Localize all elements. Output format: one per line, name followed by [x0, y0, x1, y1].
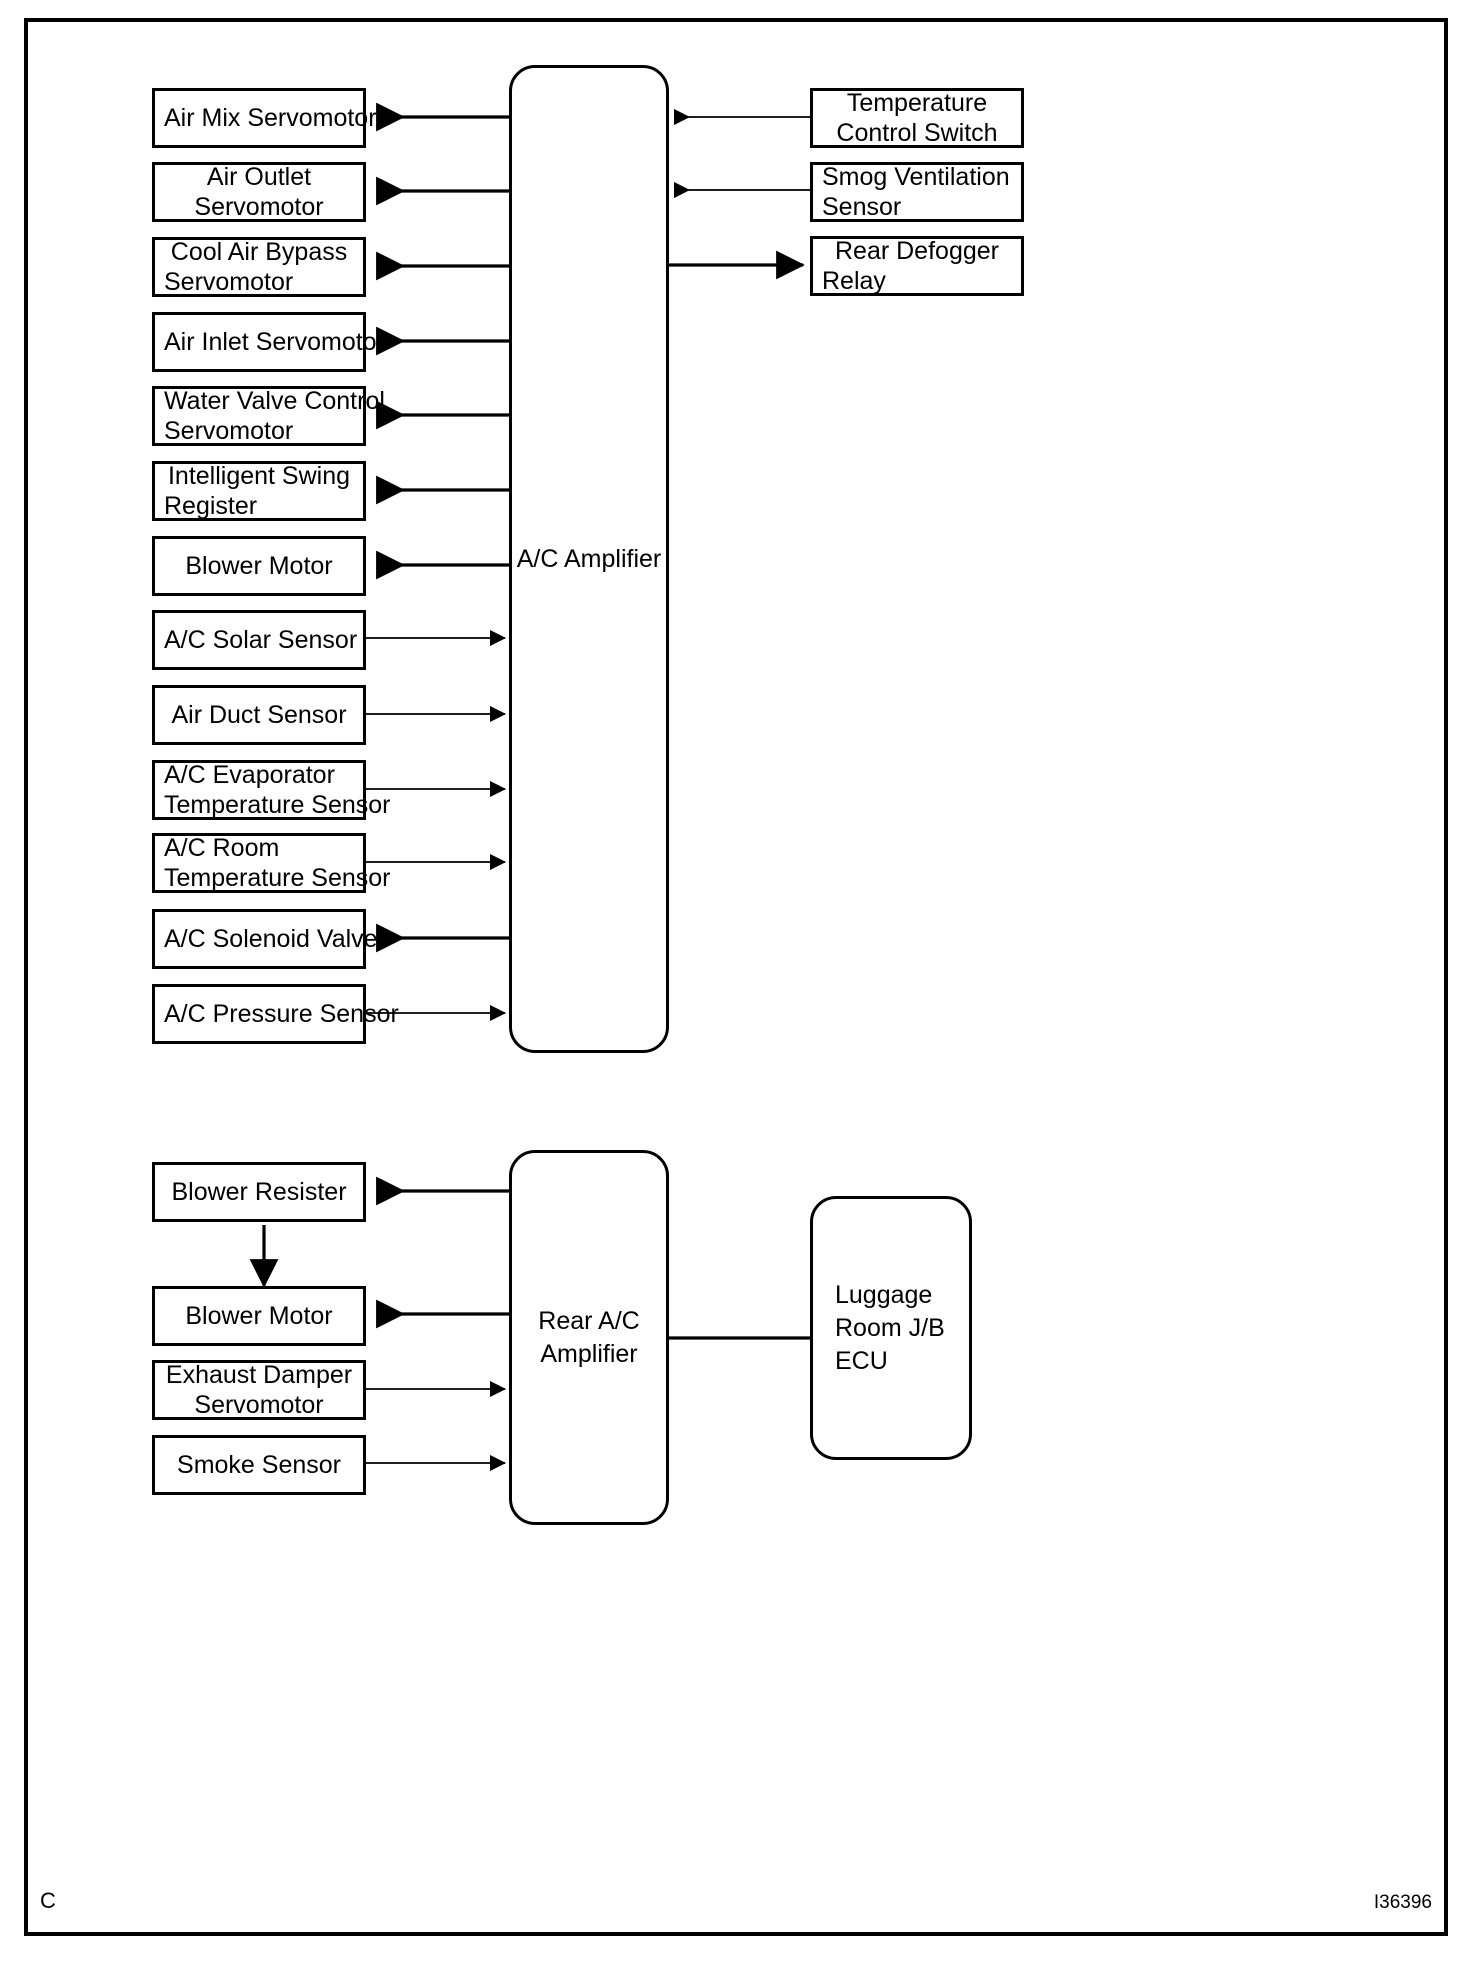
component-blower-motor-rear[interactable]: Blower Motor — [152, 1286, 366, 1346]
component-label: Servomotor — [164, 268, 294, 296]
component-cool-air-bypass-servomotor[interactable]: Cool Air Bypass Servomotor — [152, 237, 366, 297]
component-ac-solenoid-valve[interactable]: A/C Solenoid Valve — [152, 909, 378, 969]
component-label: A/C Evaporator — [164, 760, 335, 789]
component-rear-defogger-relay[interactable]: Rear Defogger Relay — [810, 236, 1024, 296]
component-label: Smoke Sensor — [177, 1450, 341, 1479]
component-temperature-control-switch[interactable]: Temperature Control Switch — [810, 88, 1024, 148]
component-label: Rear Defogger — [835, 236, 999, 265]
component-ac-solar-sensor[interactable]: A/C Solar Sensor — [152, 610, 366, 670]
rear-ac-amplifier-label: Rear A/C — [538, 1307, 640, 1335]
rear-ac-amplifier-block[interactable]: Rear A/C Amplifier — [509, 1150, 669, 1525]
component-ac-pressure-sensor[interactable]: A/C Pressure Sensor — [152, 984, 399, 1044]
component-blower-motor-front[interactable]: Blower Motor — [152, 536, 366, 596]
component-label: Air Mix Servomotor — [164, 103, 377, 132]
component-label: Air Duct Sensor — [171, 700, 347, 729]
component-label: A/C Solenoid Valve — [164, 924, 378, 953]
component-blower-resister[interactable]: Blower Resister — [152, 1162, 366, 1222]
component-air-outlet-servomotor[interactable]: Air Outlet Servomotor — [152, 162, 366, 222]
component-label: A/C Room — [164, 833, 280, 862]
component-label: Cool Air Bypass — [170, 237, 348, 266]
component-air-mix-servomotor[interactable]: Air Mix Servomotor — [152, 88, 377, 148]
figure-id-label: I36396 — [1373, 1892, 1432, 1913]
component-label: Air Inlet Servomotor — [164, 327, 385, 356]
component-label: Smog Ventilation — [822, 162, 1010, 191]
component-label: Exhaust Damper — [165, 1360, 353, 1389]
component-label: Blower Motor — [185, 1301, 333, 1330]
ecu-label: ECU — [835, 1346, 888, 1375]
component-label: Intelligent Swing — [167, 461, 351, 490]
component-label: Relay — [822, 267, 886, 295]
luggage-room-jb-ecu-block[interactable]: Luggage Room J/B ECU — [810, 1196, 972, 1460]
component-label: Blower Resister — [171, 1177, 347, 1206]
diagram-border-frame — [24, 18, 1448, 1936]
component-intelligent-swing-register[interactable]: Intelligent Swing Register — [152, 461, 366, 521]
component-label: Water Valve Control — [164, 386, 385, 415]
corner-letter-mark: C — [40, 1888, 56, 1913]
ac-amplifier-label: A/C Amplifier — [516, 544, 662, 573]
component-label: A/C Pressure Sensor — [164, 999, 399, 1028]
component-label: Servomotor — [164, 417, 294, 445]
component-label: A/C Solar Sensor — [164, 625, 358, 654]
component-label: Blower Motor — [185, 551, 333, 580]
rear-ac-amplifier-label: Amplifier — [540, 1339, 638, 1368]
component-label: Register — [164, 492, 258, 520]
ecu-label: Room J/B — [835, 1313, 945, 1342]
ecu-label: Luggage — [835, 1280, 933, 1309]
component-label: Servomotor — [194, 1391, 324, 1419]
component-air-inlet-servomotor[interactable]: Air Inlet Servomotor — [152, 312, 385, 372]
component-label: Air Outlet — [206, 162, 312, 191]
component-label: Sensor — [822, 193, 902, 221]
component-smog-ventilation-sensor[interactable]: Smog Ventilation Sensor — [810, 162, 1024, 222]
component-ac-room-temperature-sensor[interactable]: A/C Room Temperature Sensor — [152, 833, 391, 893]
component-air-duct-sensor[interactable]: Air Duct Sensor — [152, 685, 366, 745]
component-label: Control Switch — [836, 119, 998, 147]
component-ac-evaporator-temperature-sensor[interactable]: A/C Evaporator Temperature Sensor — [152, 760, 391, 820]
component-exhaust-damper-servomotor[interactable]: Exhaust Damper Servomotor — [152, 1360, 366, 1420]
ac-amplifier-block[interactable]: A/C Amplifier — [509, 65, 669, 1053]
component-smoke-sensor[interactable]: Smoke Sensor — [152, 1435, 366, 1495]
component-label: Temperature — [846, 88, 988, 117]
component-label: Temperature Sensor — [164, 791, 391, 819]
component-water-valve-control-servomotor[interactable]: Water Valve Control Servomotor — [152, 386, 385, 446]
component-label: Servomotor — [194, 193, 324, 221]
component-label: Temperature Sensor — [164, 864, 391, 892]
